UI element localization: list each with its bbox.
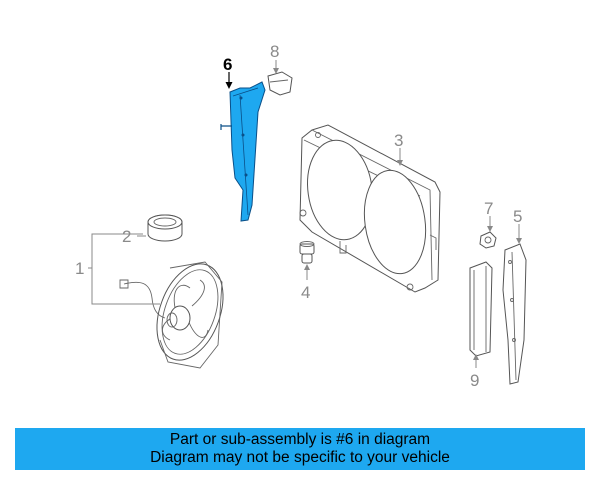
side-seal-part-9	[469, 261, 493, 357]
radiator-part-3	[299, 124, 441, 293]
callout-8: 8	[270, 42, 279, 61]
callout-9: 9	[470, 371, 479, 390]
banner-line-2: Diagram may not be specific to your vehi…	[150, 449, 450, 466]
bushing-part-4	[299, 241, 315, 264]
leader-lines	[88, 60, 522, 368]
side-seal-part-5	[502, 243, 527, 385]
banner-line-1: Part or sub-assembly is #6 in diagram	[169, 431, 431, 448]
fan-assembly-part-1	[119, 261, 224, 369]
fan-cap-part-2	[147, 214, 183, 242]
callout-7: 7	[484, 199, 493, 218]
callout-5: 5	[513, 207, 522, 226]
upper-seal-part-6	[220, 81, 266, 222]
callout-6: 6	[223, 55, 232, 74]
callout-1: 1	[75, 259, 84, 278]
clip-part-7	[479, 231, 497, 249]
highlighted-part-6-shape	[229, 81, 266, 222]
info-banner: Part or sub-assembly is #6 in diagram Di…	[15, 428, 585, 470]
parts-diagram: 1 2 3 4 5 6 7 8 9	[75, 42, 527, 390]
callout-4: 4	[301, 283, 310, 302]
callout-2: 2	[122, 227, 131, 246]
callout-3: 3	[394, 131, 403, 150]
retainer-part-8	[267, 71, 293, 96]
